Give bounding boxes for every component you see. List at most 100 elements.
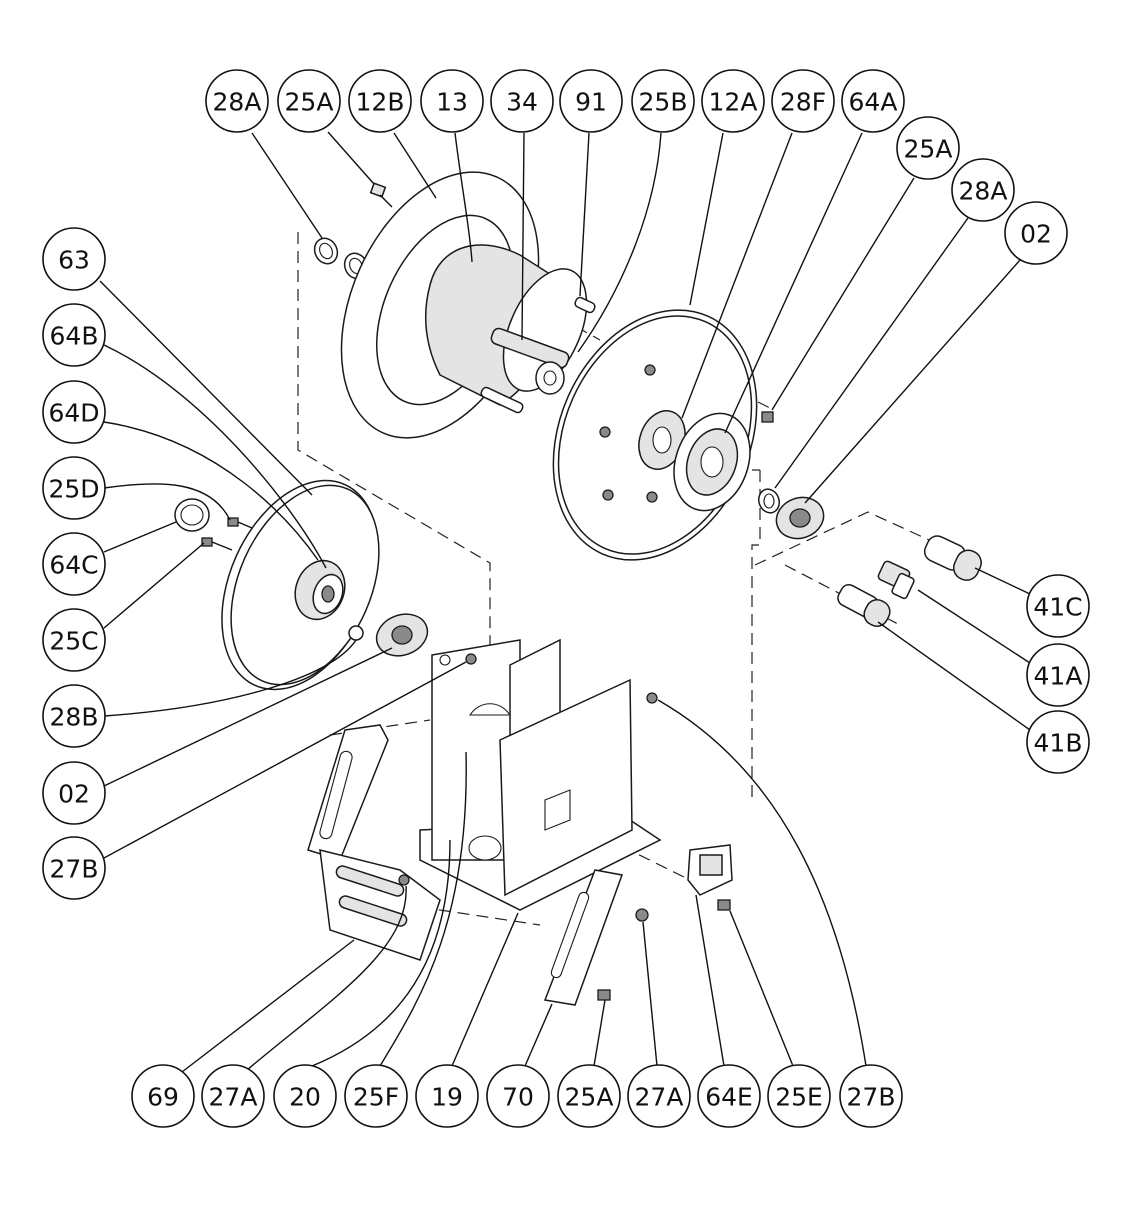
callout-label: 34 <box>506 88 538 117</box>
leader-line-c-25A-right <box>771 177 915 411</box>
callout-c-41C: 41C <box>1026 574 1090 638</box>
callout-label: 28A <box>959 177 1008 206</box>
callout-c-64E: 64E <box>697 1064 761 1128</box>
parts-layer <box>174 171 982 1006</box>
leader-line-c-91 <box>579 132 590 297</box>
callout-bubble <box>767 1064 831 1128</box>
leader-line-c-12A <box>689 132 724 306</box>
callout-c-63: 63 <box>42 227 106 291</box>
callout-c-25A-right: 25A <box>896 116 960 180</box>
callout-bubble <box>205 69 269 133</box>
callout-bubble <box>42 608 106 672</box>
callout-bubble <box>42 227 106 291</box>
leader-line-c-41B <box>877 621 1031 731</box>
leader-line-c-69 <box>181 939 355 1073</box>
callout-bubble <box>42 456 106 520</box>
bearing-02-right <box>775 496 825 540</box>
ring-28a-right <box>757 488 781 514</box>
callout-label: 28A <box>213 88 262 117</box>
leader-line-c-41C <box>974 567 1031 595</box>
callout-c-28F: 28F <box>771 69 835 133</box>
callout-c-27B-bottom: 27B <box>839 1064 903 1128</box>
callout-c-25B: 25B <box>631 69 695 133</box>
leader-line-c-25A-top <box>327 131 375 185</box>
callout-c-28A-top: 28A <box>205 69 269 133</box>
callout-bubble <box>131 1064 195 1128</box>
callout-label: 19 <box>431 1083 463 1112</box>
callout-bubble <box>42 380 106 444</box>
callout-bubble <box>344 1064 408 1128</box>
bolt-25a-top <box>369 182 393 208</box>
leader-line-c-64A <box>724 132 863 434</box>
callout-c-20: 20 <box>273 1064 337 1128</box>
washer-28b <box>348 625 364 641</box>
callout-label: 25D <box>48 475 99 504</box>
callout-label: 70 <box>502 1083 534 1112</box>
callout-c-64D: 64D <box>42 380 106 444</box>
leader-line-c-34 <box>521 132 525 341</box>
callout-c-25E: 25E <box>767 1064 831 1128</box>
callout-c-27A-1: 27A <box>201 1064 265 1128</box>
callout-label: 25E <box>775 1083 823 1112</box>
callout-c-91: 91 <box>559 69 623 133</box>
callout-bubble <box>348 69 412 133</box>
callout-bubble <box>42 836 106 900</box>
leader-line-c-41A <box>917 589 1031 664</box>
callout-c-13: 13 <box>420 69 484 133</box>
bolt-25e <box>717 899 731 911</box>
bolt-25c <box>201 537 213 547</box>
callout-bubble <box>273 1064 337 1128</box>
callout-bubble <box>631 69 695 133</box>
sprocket-64a <box>673 412 751 512</box>
callout-bubble <box>951 158 1015 222</box>
callout-label: 02 <box>58 780 90 809</box>
callout-bubble <box>201 1064 265 1128</box>
fitting-41a <box>877 560 915 600</box>
callout-bubble <box>277 69 341 133</box>
callout-label: 13 <box>436 88 468 117</box>
callout-bubble <box>420 69 484 133</box>
leader-line-c-64C <box>103 521 177 553</box>
leader-line-c-64D <box>103 421 319 561</box>
callout-label: 27B <box>50 855 99 884</box>
leader-line-c-28A-top <box>251 132 323 239</box>
leader-line-c-27B-bottom <box>657 699 867 1067</box>
callout-bubble <box>1026 643 1090 707</box>
bearing-02-left <box>375 613 429 657</box>
callout-c-28A-right: 28A <box>951 158 1015 222</box>
callout-c-69: 69 <box>131 1064 195 1128</box>
leader-line-c-12B <box>393 132 437 199</box>
callout-c-25C: 25C <box>42 608 106 672</box>
bracket-20 <box>307 724 389 861</box>
callout-bubble <box>896 116 960 180</box>
latch-64e <box>687 844 733 896</box>
callout-c-70: 70 <box>486 1064 550 1128</box>
callout-bubble <box>559 69 623 133</box>
callout-c-25F: 25F <box>344 1064 408 1128</box>
bolt-25a-right <box>761 411 774 423</box>
leader-lines-layer <box>99 131 1031 1073</box>
callout-bubble <box>42 303 106 367</box>
leader-line-c-27A-2 <box>642 921 658 1067</box>
callout-label: 27B <box>847 1083 896 1112</box>
callout-c-25D: 25D <box>42 456 106 520</box>
callout-bubble <box>1026 574 1090 638</box>
callout-label: 41C <box>1033 593 1082 622</box>
leader-line-c-28B <box>103 639 357 717</box>
callout-c-27B-left: 27B <box>42 836 106 900</box>
leader-line-c-02-right <box>804 259 1021 504</box>
shaft-34 <box>480 296 596 414</box>
callout-bubble <box>42 532 106 596</box>
callout-bubble <box>841 69 905 133</box>
leader-line-c-25B <box>577 132 662 353</box>
callout-label: 25A <box>565 1083 614 1112</box>
callout-label: 20 <box>289 1083 321 1112</box>
leader-line-c-64E <box>695 894 725 1067</box>
callout-bubble <box>42 761 106 825</box>
callout-c-12B: 12B <box>348 69 412 133</box>
callout-label: 63 <box>58 246 90 275</box>
callout-c-25A-top: 25A <box>277 69 341 133</box>
leader-line-c-27B-left <box>103 661 467 859</box>
callout-label: 64E <box>705 1083 753 1112</box>
